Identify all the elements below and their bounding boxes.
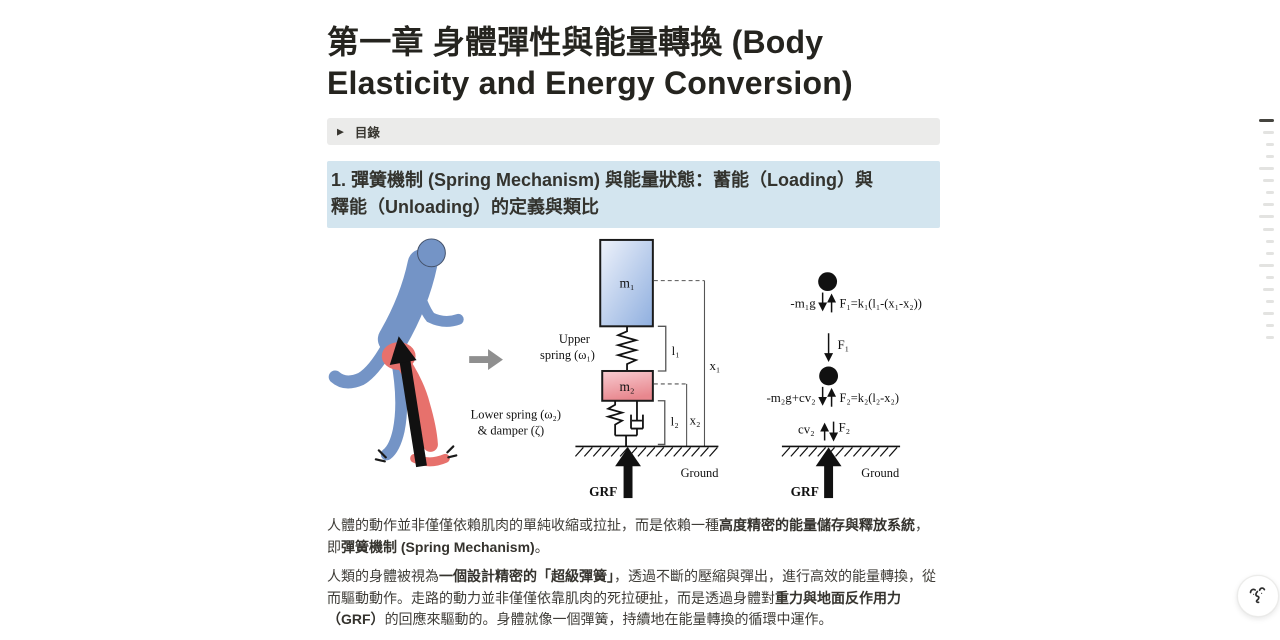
impact-marks bbox=[374, 445, 458, 463]
outline-bar[interactable] bbox=[1259, 119, 1274, 122]
weight1-label: -m₁g bbox=[790, 296, 816, 310]
l1-bracket bbox=[657, 325, 667, 372]
lower-spring-label-2: & damper (ζ) bbox=[478, 424, 544, 438]
outline-bar[interactable] bbox=[1266, 336, 1274, 340]
outline-bar[interactable] bbox=[1259, 215, 1274, 219]
mass2-label: m₂ bbox=[619, 379, 634, 394]
figure-spring-mass-model[interactable]: m₁ Upper spring (ω₁) m₂ Lower spring (ω₂… bbox=[327, 230, 940, 508]
fbd-mass1 bbox=[818, 272, 838, 292]
x1-label: x₁ bbox=[709, 359, 720, 373]
outline-bar[interactable] bbox=[1263, 227, 1274, 231]
cv2-label: cv₂ bbox=[798, 423, 815, 437]
p1-seg4-bold: 彈簧機制 (Spring Mechanism) bbox=[341, 538, 535, 555]
spring-mass-model: m₁ Upper spring (ω₁) m₂ Lower spring (ω₂… bbox=[471, 238, 720, 499]
force1-equation: F₁=k₁(l₁-(x₁-x₂)) bbox=[840, 296, 922, 310]
upper-spring-label-1: Upper bbox=[559, 332, 591, 346]
ground-left-label: Ground bbox=[681, 466, 720, 480]
outline-bar[interactable] bbox=[1266, 324, 1274, 328]
x2-label: x₂ bbox=[690, 414, 701, 428]
upper-spring bbox=[614, 326, 640, 371]
section-heading: 1. 彈簧機制 (Spring Mechanism) 與能量狀態：蓄能（Load… bbox=[327, 161, 940, 228]
toc-label: 目錄 bbox=[354, 126, 380, 140]
mass1-label: m₁ bbox=[619, 276, 634, 291]
outline-bar[interactable] bbox=[1266, 155, 1274, 159]
mass1-box bbox=[599, 238, 654, 328]
ground-right-hatch bbox=[781, 447, 898, 457]
upper-spring-label-2: spring (ω₁) bbox=[540, 348, 595, 362]
f2-label: F₂ bbox=[839, 421, 851, 435]
outline-bar[interactable] bbox=[1266, 299, 1274, 303]
p1-seg3: ，即 bbox=[327, 517, 929, 555]
ground-left-hatch bbox=[574, 447, 718, 457]
ground-right-label: Ground bbox=[861, 466, 900, 480]
page-title: 第一章 身體彈性與能量轉換 (Body Elasticity and Energ… bbox=[327, 22, 940, 104]
paragraph-1: 人體的動作並非僅僅依賴肌肉的單純收縮或拉扯，而是依賴一種高度精密的能量儲存與釋放… bbox=[327, 515, 940, 558]
transition-arrow-icon bbox=[469, 349, 503, 370]
p1-seg1: 人體的動作並非僅僅依賴肌肉的單純收縮或拉扯，而是依賴一種 bbox=[327, 517, 719, 533]
outline-minimap bbox=[1259, 119, 1274, 351]
ai-face-icon bbox=[1249, 587, 1266, 604]
outline-bar[interactable] bbox=[1263, 131, 1274, 135]
outline-bar[interactable] bbox=[1259, 167, 1274, 171]
f1-label: F₁ bbox=[838, 338, 850, 352]
grf-arrow-left bbox=[615, 447, 641, 499]
lower-spring bbox=[604, 400, 626, 436]
ai-face-button[interactable] bbox=[1237, 575, 1279, 617]
outline-bar[interactable] bbox=[1263, 287, 1274, 291]
outline-bar[interactable] bbox=[1266, 275, 1274, 279]
free-body-diagram: -m₁g F₁=k₁(l₁-(x₁-x₂)) F₁ -m₂g+cv₂ F₂=k₂… bbox=[766, 272, 922, 499]
p2-seg5: 的回應來驅動的。身體就像一個彈簧，持續地在能量轉換的循環中運作。 bbox=[384, 611, 833, 627]
toggle-triangle-icon[interactable]: ▶ bbox=[337, 126, 344, 137]
outline-bar[interactable] bbox=[1263, 311, 1274, 315]
outline-bar[interactable] bbox=[1263, 179, 1274, 183]
fbd-mass2 bbox=[819, 366, 839, 386]
lower-spring-damper bbox=[604, 400, 644, 447]
outline-bar[interactable] bbox=[1266, 239, 1274, 243]
p1-seg5: 。 bbox=[534, 538, 549, 555]
outline-bar[interactable] bbox=[1266, 143, 1274, 147]
content-column: 第一章 身體彈性與能量轉換 (Body Elasticity and Energ… bbox=[327, 0, 940, 631]
weight2-label: -m₂g+cv₂ bbox=[766, 391, 815, 405]
outline-bar[interactable] bbox=[1259, 263, 1274, 267]
l2-bracket bbox=[657, 400, 666, 446]
runner-figure bbox=[328, 238, 464, 468]
outline-bar[interactable] bbox=[1266, 251, 1274, 255]
toc-toggle[interactable]: ▶ 目錄 bbox=[327, 118, 940, 145]
p2-seg4-bold: 重力與地面反作用力（GRF） bbox=[327, 589, 901, 628]
grf-label-right: GRF bbox=[791, 484, 819, 499]
p2-seg3: ，透過不斷的壓縮與彈出，進行高效的能量轉換，從而驅動動作。走路的動力並非僅僅依靠… bbox=[327, 568, 936, 606]
section-heading-line2: 釋能（Unloading）的定義與類比 bbox=[331, 197, 599, 217]
outline-bar[interactable] bbox=[1263, 203, 1274, 207]
p1-seg2-bold: 高度精密的能量儲存與釋放系統 bbox=[719, 517, 915, 533]
mass2-box bbox=[601, 369, 654, 402]
grf-label-left: GRF bbox=[589, 484, 617, 499]
outline-bar[interactable] bbox=[1266, 191, 1274, 195]
force2-equation: F₂=k₂(l₂-x₂) bbox=[840, 391, 899, 405]
paragraph-2: 人類的身體被視為一個設計精密的「超級彈簧」，透過不斷的壓縮與彈出，進行高效的能量… bbox=[327, 566, 940, 631]
section-heading-line1: 1. 彈簧機制 (Spring Mechanism) 與能量狀態：蓄能（Load… bbox=[331, 170, 874, 190]
p2-seg1: 人類的身體被視為 bbox=[327, 568, 439, 584]
page-title-line2: Elasticity and Energy Conversion) bbox=[327, 65, 853, 101]
lower-spring-label-1: Lower spring (ω₂) bbox=[471, 408, 561, 422]
l2-label: l₂ bbox=[671, 415, 679, 429]
p2-seg2-bold: 一個設計精密的「超級彈簧」 bbox=[439, 568, 614, 584]
l1-label: l₁ bbox=[672, 344, 680, 358]
grf-arrow-right bbox=[815, 447, 842, 499]
damper bbox=[630, 400, 644, 436]
page-title-line1: 第一章 身體彈性與能量轉換 (Body bbox=[327, 24, 824, 60]
